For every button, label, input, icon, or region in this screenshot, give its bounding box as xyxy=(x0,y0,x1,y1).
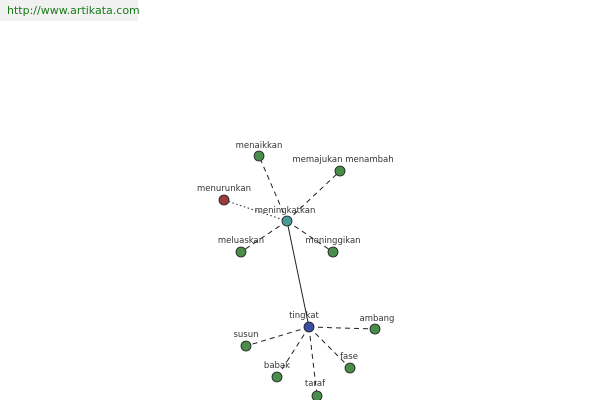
graph-nodes xyxy=(218,150,381,400)
node-tingkat[interactable] xyxy=(303,321,315,333)
node-taraf[interactable] xyxy=(311,390,323,400)
node-susun[interactable] xyxy=(240,340,252,352)
node-label-fase[interactable]: fase xyxy=(340,352,358,362)
node-ambang[interactable] xyxy=(369,323,381,335)
edge-tingkat-meningkatkan xyxy=(286,220,310,328)
node-label-meningkatkan[interactable]: meningkatkan xyxy=(255,206,316,216)
edge-tingkat-ambang xyxy=(308,326,376,330)
node-fase[interactable] xyxy=(344,362,356,374)
url-watermark-text: http://www.artikata.com xyxy=(7,4,140,17)
node-label-susun[interactable]: susun xyxy=(233,330,258,340)
node-meningkatkan[interactable] xyxy=(281,215,293,227)
edge-meningkatkan-meninggikan xyxy=(286,220,334,253)
node-meluaskan[interactable] xyxy=(235,246,247,258)
url-watermark-bar: http://www.artikata.com xyxy=(0,0,140,21)
node-label-taraf[interactable]: taraf xyxy=(305,379,326,389)
node-label-tingkat[interactable]: tingkat xyxy=(289,311,319,321)
edge-tingkat-susun xyxy=(245,326,310,347)
edge-tingkat-babak xyxy=(276,326,310,378)
node-babak[interactable] xyxy=(271,371,283,383)
node-label-meninggikan[interactable]: meninggikan xyxy=(305,236,360,246)
node-label-ambang[interactable]: ambang xyxy=(360,314,395,324)
graph-labels: menaikkan memajukan menambah menurunkan mel… xyxy=(197,141,394,389)
edge-meningkatkan-memajukan-menambah xyxy=(286,170,341,222)
node-label-menaikkan[interactable]: menaikkan xyxy=(236,141,283,151)
node-label-meluaskan[interactable]: meluaskan xyxy=(218,236,264,246)
graph-edges xyxy=(223,155,376,397)
node-menaikkan[interactable] xyxy=(253,150,265,162)
node-label-menurunkan[interactable]: menurunkan xyxy=(197,184,251,194)
edge-tingkat-fase xyxy=(308,326,351,369)
node-meninggikan[interactable] xyxy=(327,246,339,258)
edge-meningkatkan-menaikkan xyxy=(258,155,288,222)
node-memajukan-menambah[interactable] xyxy=(334,165,346,177)
edge-meningkatkan-menurunkan xyxy=(223,199,288,222)
node-label-babak[interactable]: babak xyxy=(264,361,290,371)
node-menurunkan[interactable] xyxy=(218,194,230,206)
node-label-memajukan-menambah[interactable]: memajukan menambah xyxy=(292,155,393,165)
edge-tingkat-taraf xyxy=(308,326,318,397)
edge-meningkatkan-meluaskan xyxy=(240,220,288,253)
